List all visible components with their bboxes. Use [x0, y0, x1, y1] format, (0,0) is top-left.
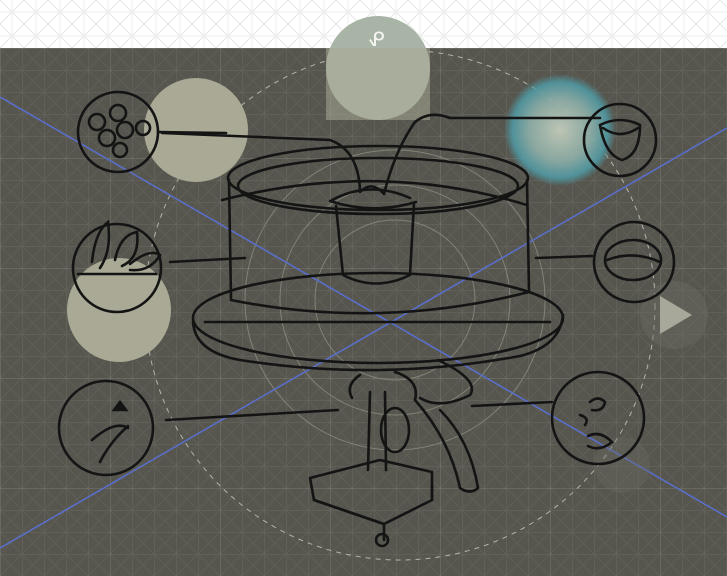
- ring-items: [57, 90, 676, 477]
- sprout-item[interactable]: [57, 379, 340, 477]
- seeds-item[interactable]: [76, 90, 228, 174]
- play-icon: [660, 296, 692, 334]
- cup-item[interactable]: [582, 102, 658, 178]
- next-button[interactable]: [640, 281, 708, 349]
- marker-circle-left-mid[interactable]: [67, 258, 171, 362]
- drops-item[interactable]: [470, 370, 646, 466]
- marker-circle-left-top[interactable]: [144, 78, 248, 182]
- bowl-item[interactable]: [534, 220, 676, 304]
- pods-item[interactable]: [71, 219, 247, 314]
- document-icon: ᕵ: [368, 27, 385, 51]
- top-document-button[interactable]: ᕵ: [326, 16, 430, 120]
